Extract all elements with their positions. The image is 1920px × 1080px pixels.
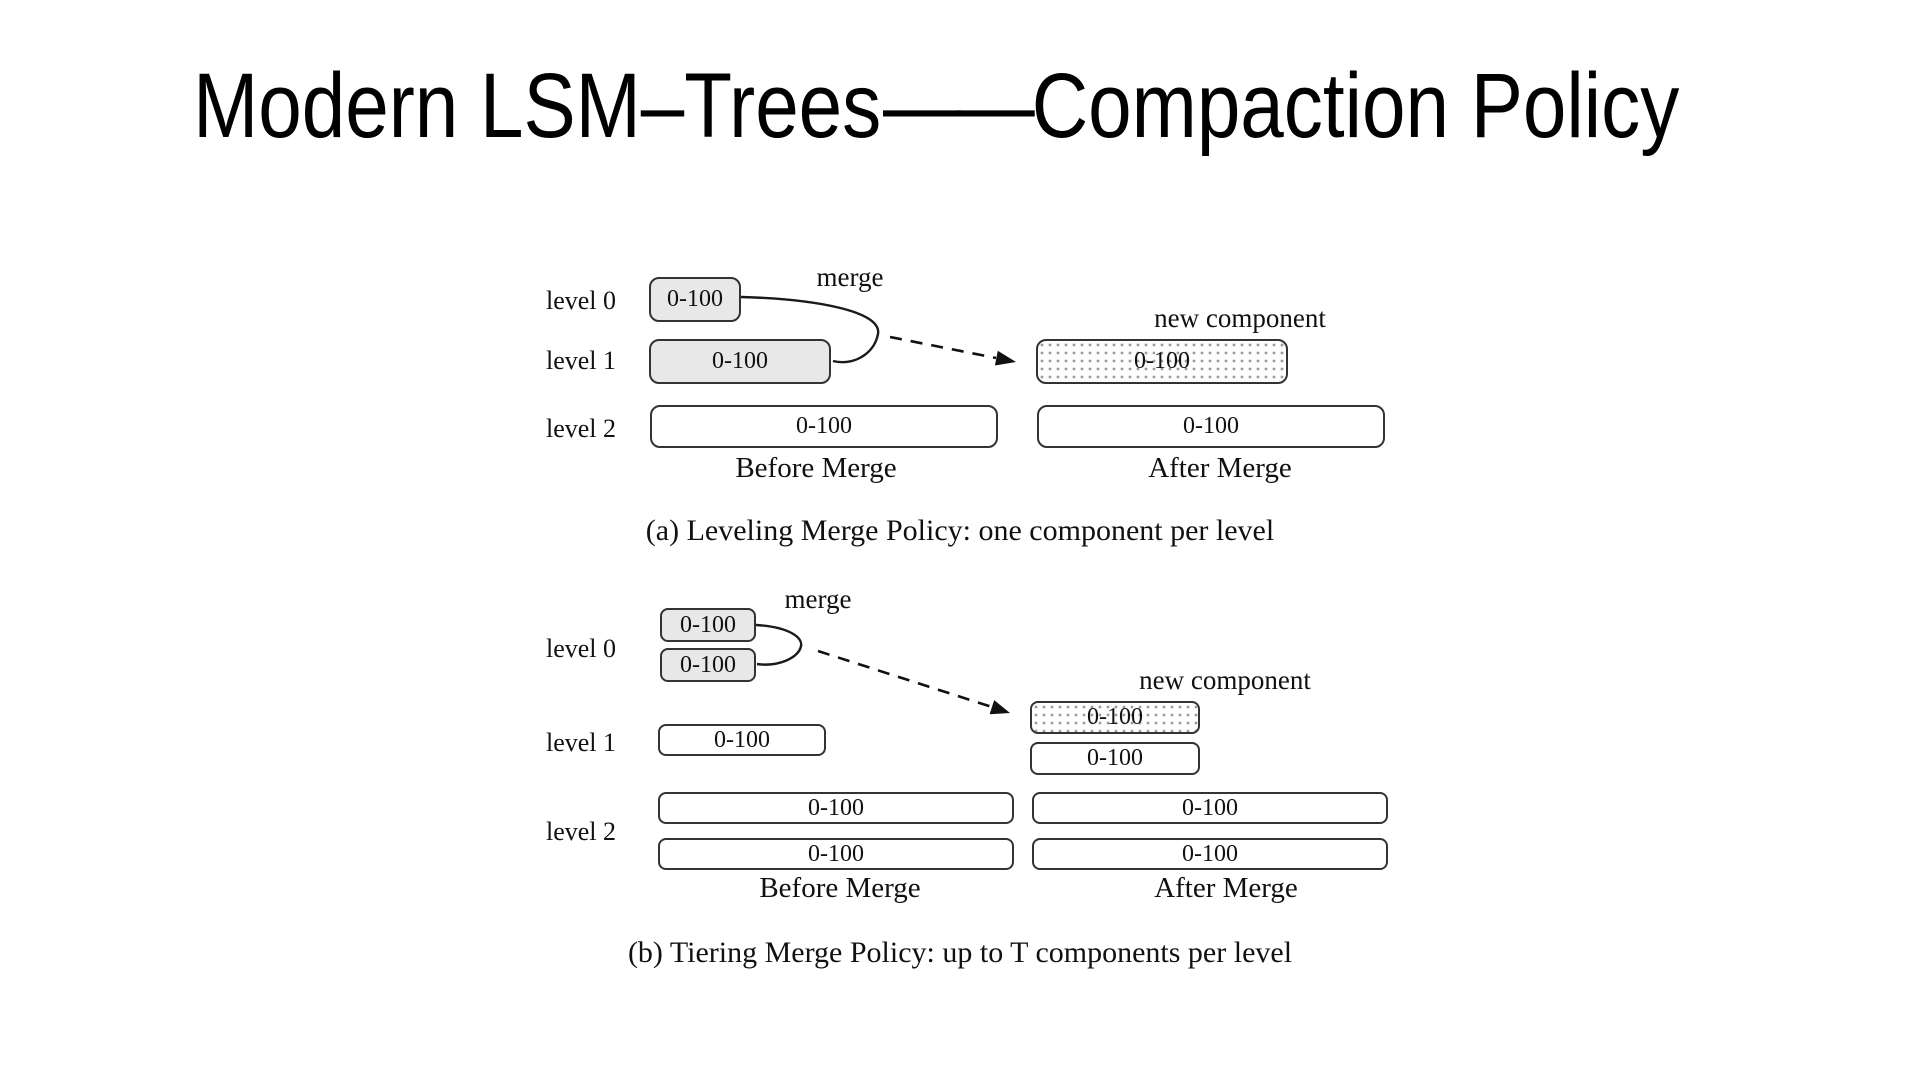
leveling-new-component-label: new component [1154, 303, 1326, 333]
tiering-merge-arc [755, 623, 803, 666]
leveling-caption: (a) Leveling Merge Policy: one component… [645, 514, 1275, 547]
slide-title-text: Modern LSM–Trees——Compaction Policy [192, 55, 1680, 157]
leveling-merge-label: merge [816, 262, 884, 292]
leveling-level1-label: level 1 [546, 346, 617, 375]
leveling-after-merge-label: After Merge [1148, 452, 1292, 484]
leveling-level2-before-component: 0-100 [650, 405, 998, 448]
tiering-caption: (b) Tiering Merge Policy: up to T compon… [627, 936, 1293, 969]
leveling-level0-component: 0-100 [649, 277, 741, 322]
tiering-new-component-label: new component [1139, 665, 1311, 695]
tiering-level2-after-component-1: 0-100 [1032, 792, 1388, 824]
tiering-level2-before-component-2: 0-100 [658, 838, 1014, 870]
leveling-level1-component: 0-100 [649, 339, 831, 384]
leveling-level0-label: level 0 [546, 286, 617, 315]
tiering-level2-label: level 2 [546, 817, 617, 846]
leveling-before-merge-label: Before Merge [735, 452, 897, 484]
tiering-merge-arrowhead [989, 700, 1010, 715]
title-long-dash: —— [882, 55, 1035, 157]
leveling-merge-arrow [889, 335, 997, 360]
title-part1: Modern LSM–Trees [192, 55, 882, 157]
leveling-level2-label: level 2 [546, 414, 617, 443]
tiering-level1-after-component: 0-100 [1030, 742, 1200, 775]
tiering-level0-component-1: 0-100 [660, 608, 756, 642]
title-part2: Compaction Policy [1031, 55, 1680, 157]
slide-title: Modern LSM–Trees——Compaction Policy [0, 55, 1872, 157]
tiering-merge-arrow [817, 649, 993, 709]
tiering-new-component: 0-100 [1030, 701, 1200, 734]
tiering-level1-label: level 1 [546, 728, 617, 757]
leveling-level2-after-component: 0-100 [1037, 405, 1385, 448]
tiering-merge-label: merge [784, 584, 852, 614]
tiering-before-merge-label: Before Merge [759, 872, 921, 904]
tiering-level0-label: level 0 [546, 634, 617, 663]
tiering-after-merge-label: After Merge [1154, 872, 1298, 904]
tiering-level2-before-component-1: 0-100 [658, 792, 1014, 824]
leveling-merge-arrowhead [994, 350, 1016, 366]
tiering-level2-after-component-2: 0-100 [1032, 838, 1388, 870]
tiering-level0-component-2: 0-100 [660, 648, 756, 682]
leveling-new-component: 0-100 [1036, 339, 1288, 384]
tiering-level1-component: 0-100 [658, 724, 826, 756]
